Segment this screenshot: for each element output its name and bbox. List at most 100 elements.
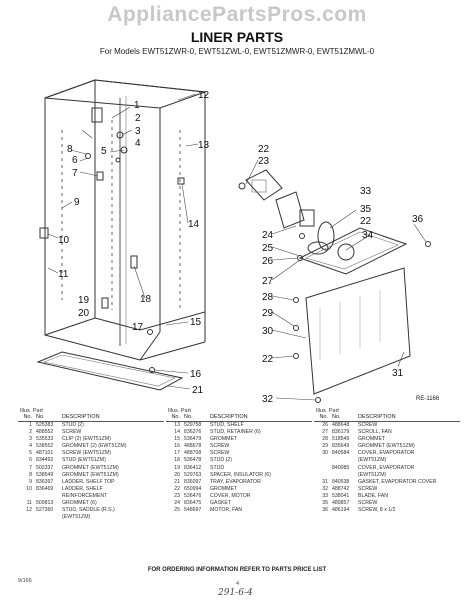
description: SCREW — [358, 500, 378, 507]
callout-9: 9 — [74, 197, 80, 208]
illus-no: 1 — [29, 422, 32, 428]
callout-8: 8 — [67, 144, 73, 155]
description: (EWT51ZM) — [62, 514, 91, 521]
illus-no — [18, 493, 36, 500]
description: MOTOR, FAN — [210, 507, 243, 514]
header-part-no: No. — [332, 414, 341, 420]
illus-no: 2 — [29, 429, 32, 436]
description: GROMMET — [210, 436, 238, 443]
part-no: 836097 — [184, 478, 202, 485]
part-no: 488708 — [184, 450, 202, 457]
callout-31: 31 — [392, 368, 404, 379]
callout-30: 30 — [262, 326, 274, 337]
illus-no — [18, 514, 36, 521]
description: LADDER, SHELF — [62, 485, 103, 492]
description: GROMMET (EWT51ZM) — [62, 471, 119, 478]
part-no: 536478 — [184, 457, 202, 464]
part-no: 518549 — [332, 436, 350, 443]
callout-36: 36 — [412, 214, 424, 225]
part-no: 836412 — [184, 464, 202, 471]
illus-no: 16 — [174, 443, 180, 450]
illus-no: 17 — [174, 450, 180, 457]
illus-no: 29 — [322, 443, 328, 450]
column-header-top: Illus. Part — [316, 408, 339, 414]
callout-12: 12 — [198, 90, 210, 101]
callout-15: 15 — [190, 317, 202, 328]
callout-18: 18 — [140, 294, 152, 305]
description: COVER, EVAPORATOR — [358, 450, 415, 457]
description: GASKET — [210, 500, 232, 507]
description: CLIP (2) (EWT51ZM) — [62, 436, 111, 443]
illus-no: 18 — [174, 457, 180, 464]
callout-16: 16 — [190, 369, 202, 380]
part-no: 538041 — [332, 492, 350, 499]
header-part-no: No. — [184, 414, 193, 420]
description: SCROLL, FAN — [358, 429, 392, 436]
illus-no: 4 — [29, 443, 32, 450]
callout-22a: 22 — [258, 144, 270, 155]
callout-labels: 1 2 3 4 5 6 7 8 9 10 11 12 13 14 15 16 1… — [58, 90, 440, 405]
document-code: 9/166 — [18, 578, 32, 584]
callout-19: 19 — [78, 295, 90, 306]
description: LADDER, SHELF TOP — [62, 478, 115, 485]
part-no: 536479 — [184, 436, 202, 443]
description: STUD — [210, 464, 225, 471]
description: SCREW (EWT51ZM) — [62, 450, 111, 457]
part-no — [332, 472, 358, 479]
callout-21: 21 — [192, 385, 204, 396]
callout-11: 11 — [58, 269, 69, 280]
table-row: 15 536479 GROMMET — [166, 436, 312, 443]
header-illus-no: No. — [23, 414, 32, 420]
illus-no: 9 — [29, 478, 32, 485]
description: GROMMET (2) (EWT51ZM) — [62, 443, 127, 450]
part-no: 836469 — [36, 485, 54, 492]
illus-no: 12 — [26, 507, 32, 514]
part-no — [332, 457, 358, 464]
illus-no: 22 — [174, 485, 180, 492]
header-illus-no: No. — [319, 414, 328, 420]
part-no: 487101 — [36, 450, 54, 457]
description: GROMMET — [210, 485, 238, 492]
description: TRAY, EVAPORATOR — [210, 478, 261, 485]
handwritten-note: 291-6-4 — [218, 588, 253, 598]
part-no — [36, 514, 62, 521]
illus-no: 15 — [174, 436, 180, 443]
description: (EWT51ZM) — [358, 457, 387, 464]
illus-no: 28 — [322, 436, 328, 443]
header-description: DESCRIPTION — [62, 414, 100, 420]
column-header: No. No. DESCRIPTION — [166, 414, 312, 422]
callout-29: 29 — [262, 308, 274, 319]
callout-20: 20 — [78, 308, 90, 319]
part-no: 525383 — [36, 422, 54, 428]
description: STUD (2) — [210, 457, 232, 464]
callout-7: 7 — [72, 168, 78, 179]
part-no: 836397 — [36, 478, 54, 485]
description: GROMMET — [358, 436, 386, 443]
illus-no: 7 — [29, 464, 32, 471]
illus-no: 26 — [322, 422, 328, 428]
callout-3: 3 — [135, 126, 141, 137]
header-part-no: No. — [36, 414, 45, 420]
illus-no: 20 — [174, 471, 180, 478]
illus-no — [314, 472, 332, 479]
illus-no: 31 — [322, 478, 328, 485]
